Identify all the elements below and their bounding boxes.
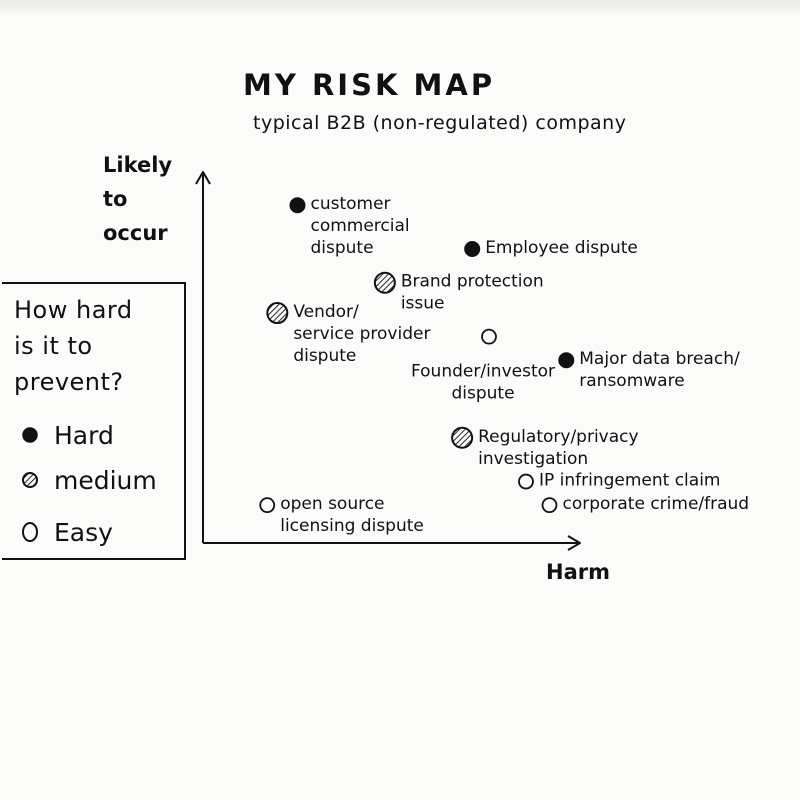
risk-point-easy [518,473,534,490]
risk-point-label-line: dispute [293,346,356,366]
y-axis-label-line: Likely [103,153,173,177]
risk-point-label-line: dispute [310,238,373,258]
legend-entry-easy: Easy [20,515,113,549]
risk-point-label-line: open source [280,494,384,514]
risk-point-label-line: customer [310,194,390,214]
risk-point-label-line: Regulatory/privacy [478,427,638,447]
risk-point-label-line: issue [401,294,445,314]
easy-marker-icon [22,522,38,542]
y-axis-label-line: to [103,187,128,211]
hard-marker-icon [22,427,38,443]
risk-point-medium [373,271,396,294]
x-axis [203,535,581,551]
risk-point-label-line: Vendor/ [293,302,359,322]
chart-title: MY RISK MAP [243,68,496,102]
risk-point-label: IP infringement claim [539,471,721,491]
risk-point-label: corporate crime/fraud [562,494,749,514]
risk-point-hard [558,352,575,369]
risk-point-easy [481,328,497,345]
legend-box [2,282,186,560]
risk-point-easy [259,497,276,514]
risk-point-label-line: IP infringement claim [539,471,721,491]
legend-label: Easy [54,517,113,547]
risk-point-label-line: investigation [478,449,588,469]
medium-marker-icon [22,472,38,488]
paper-sheet [0,14,800,800]
risk-point-hard [464,241,481,258]
risk-point-hard [289,197,306,214]
y-axis [195,171,211,543]
risk-point-label-line: dispute [451,384,514,404]
risk-point-label: Major data breach/ransomware [579,349,740,391]
risk-point-label-line: corporate crime/fraud [562,494,749,514]
y-axis-label-line: occur [103,221,168,245]
risk-point-medium [451,426,474,449]
legend-title: How hard is it to prevent? [14,292,133,400]
risk-point-label-line: Brand protection [401,272,544,292]
legend-label: Hard [54,420,114,450]
legend-label: medium [54,465,157,495]
risk-point-label-line: service provider [293,324,430,344]
sheet-edge [0,0,800,14]
legend-title-line: is it to [14,332,93,360]
legend-title-line: How hard [14,296,133,324]
risk-point-label: Employee dispute [485,238,638,258]
risk-point-label-line: Employee dispute [485,238,638,258]
risk-point-label-line: commercial [310,216,409,236]
x-axis-label: Harm [546,560,610,584]
legend-title-line: prevent? [14,368,124,396]
risk-point-easy [541,497,558,514]
y-axis-label: Likely to occur [103,148,172,250]
legend-entry-medium: medium [20,463,157,497]
risk-point-label-line: ransomware [579,371,684,391]
legend-entry-hard: Hard [20,418,114,452]
risk-point-label-line: licensing dispute [280,516,424,536]
chart-subtitle: typical B2B (non-regulated) company [253,112,627,134]
risk-point-medium [266,302,289,325]
risk-point-label-line: Major data breach/ [579,349,740,369]
risk-point-label-line: Founder/investor [411,362,555,382]
